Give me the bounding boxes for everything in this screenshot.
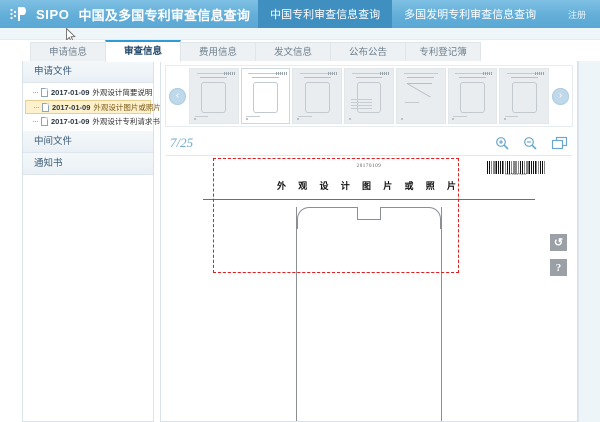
file-name: 外观设计专利请求书 — [92, 117, 160, 126]
rotate-back-icon[interactable]: ↺ — [550, 234, 567, 251]
thumbnail-list — [189, 68, 549, 124]
file-date: 2017-01-09 — [51, 88, 90, 97]
phone-notch — [357, 207, 381, 220]
document-tree-sidebar: 申请文件 2017-01-09 外观设计简要说明 2017-01-09 外观设计… — [22, 61, 161, 422]
thumbnail-item[interactable] — [499, 68, 549, 124]
sidebar-section-intermediate-files[interactable]: 中间文件 — [23, 131, 153, 153]
floating-action-buttons: ↺ ? — [550, 234, 567, 276]
open-in-window-icon[interactable] — [551, 136, 568, 151]
content-body: 申请文件 2017-01-09 外观设计简要说明 2017-01-09 外观设计… — [0, 61, 600, 422]
list-item[interactable]: 2017-01-09 外观设计图片或照片 — [25, 100, 161, 114]
document-divider — [203, 199, 535, 200]
document-page[interactable]: 20170109 2017010075462 外 观 设 计 图 片 或 照 片 — [167, 157, 571, 421]
file-date: 2017-01-09 — [52, 102, 91, 112]
thumbnail-next-arrow-icon[interactable]: › — [552, 87, 569, 105]
document-icon — [41, 88, 48, 97]
thumbnail-item[interactable] — [344, 68, 394, 124]
thumbnail-item[interactable] — [395, 68, 446, 124]
tree-connector — [33, 92, 38, 93]
document-viewer: ‹ — [160, 61, 578, 422]
viewer-tool-icons — [495, 136, 572, 151]
brand-short-name: SIPO — [36, 6, 70, 22]
barcode-icon — [487, 161, 545, 174]
right-side-rail — [578, 61, 600, 422]
tab-examination-info[interactable]: 审查信息 — [105, 40, 181, 62]
tab-patent-register[interactable]: 专利登记簿 — [405, 42, 481, 62]
section-tabs: 申请信息 审查信息 费用信息 发文信息 公布公告 专利登记簿 — [30, 40, 481, 62]
zoom-out-icon[interactable] — [523, 136, 538, 151]
thumbnail-prev-arrow-icon[interactable]: ‹ — [169, 87, 186, 105]
list-item[interactable]: 2017-01-09 外观设计专利请求书 — [25, 115, 160, 128]
tab-application-info[interactable]: 申请信息 — [30, 42, 106, 62]
brand-logo[interactable]: SIPO 中国及多国专利审查信息查询 — [0, 0, 258, 28]
thumbnail-item[interactable] — [447, 68, 498, 124]
thumbnail-item[interactable] — [292, 68, 343, 124]
sipo-logo-icon — [9, 6, 31, 22]
sidebar-section-application-files[interactable]: 申请文件 — [23, 61, 153, 83]
primary-nav: 中国专利审查信息查询 多国发明专利审查信息查询 — [258, 0, 548, 28]
nav-item-china-patent-review[interactable]: 中国专利审查信息查询 — [258, 0, 393, 28]
file-name: 外观设计图片或照片 — [93, 102, 161, 112]
help-icon[interactable]: ? — [550, 259, 567, 276]
thumbnail-item-selected[interactable] — [240, 68, 291, 124]
tab-dispatch-info[interactable]: 发文信息 — [255, 42, 331, 62]
page-indicator: 7/25 — [170, 135, 194, 150]
document-date-stamp: 20170109 — [356, 164, 382, 169]
tree-connector — [33, 121, 38, 122]
brand-title: 中国及多国专利审查信息查询 — [78, 7, 251, 23]
document-icon — [41, 117, 48, 126]
sidebar-section-notifications[interactable]: 通知书 — [23, 153, 153, 175]
viewer-toolbar: 7/25 — [166, 131, 572, 156]
barcode-number: 2017010075462 — [505, 173, 527, 176]
phone-top-edge — [297, 207, 441, 229]
document-icon — [42, 102, 49, 112]
application-file-list: 2017-01-09 外观设计简要说明 2017-01-09 外观设计图片或照片… — [23, 83, 161, 131]
zoom-in-icon[interactable] — [495, 136, 510, 151]
file-date: 2017-01-09 — [51, 117, 90, 126]
tab-publication-announcement[interactable]: 公布公告 — [330, 42, 406, 62]
thumbnail-strip: ‹ — [165, 65, 573, 127]
site-header: SIPO 中国及多国专利审查信息查询 中国专利审查信息查询 多国发明专利审查信息… — [0, 0, 600, 28]
tree-connector — [34, 106, 39, 108]
design-drawing-phone-outline — [296, 207, 442, 421]
header-underbar — [0, 28, 600, 40]
tab-fee-info[interactable]: 费用信息 — [180, 42, 256, 62]
register-link[interactable]: 注册 — [567, 9, 586, 20]
document-title: 外 观 设 计 图 片 或 照 片 — [276, 181, 461, 191]
thumbnail-item[interactable] — [189, 68, 239, 124]
file-name: 外观设计简要说明 — [92, 88, 153, 97]
nav-item-multinational-review[interactable]: 多国发明专利审查信息查询 — [404, 9, 537, 21]
list-item[interactable]: 2017-01-09 外观设计简要说明 — [25, 86, 153, 99]
header-right-area: 注册 — [568, 0, 600, 28]
